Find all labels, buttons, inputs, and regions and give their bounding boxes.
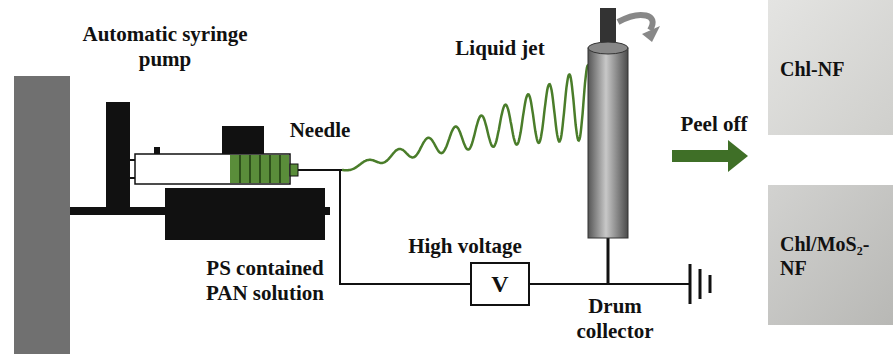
nanofiber-photo [768, 0, 893, 135]
drum-label: Drum collector [560, 294, 670, 344]
drum-top [588, 42, 628, 54]
nanofiber-photo [768, 185, 893, 325]
jet-label: Liquid jet [440, 36, 560, 61]
rotation-arrow [618, 15, 653, 30]
syringe-tip [290, 164, 298, 176]
peel-arrow-head [728, 140, 748, 172]
node-text: Chl-NF [780, 57, 844, 81]
node-text: Chl/MoS₂-NF [780, 232, 884, 280]
wire [530, 283, 690, 285]
ground-symbol [690, 264, 710, 304]
syringe-barrel [135, 154, 290, 184]
solution-label: PS contained PAN solution [190, 256, 340, 306]
needle-label: Needle [280, 118, 360, 143]
pump-label: Automatic syringe pump [80, 22, 250, 72]
pump-plate [106, 102, 130, 215]
peel-arrow [672, 150, 730, 162]
liquid-jet [342, 65, 590, 170]
drum-collector [588, 48, 628, 238]
rotation-arrow-head [642, 26, 660, 42]
node-text: V [491, 270, 508, 299]
voltage-source: V [470, 262, 530, 306]
pump-clamp [222, 126, 264, 154]
needle [298, 169, 342, 171]
polymer-solution [230, 155, 289, 183]
wall [14, 76, 70, 354]
sample-photo: Chl-NF [776, 44, 888, 94]
drum-shaft [607, 238, 610, 284]
pump-body [165, 188, 325, 240]
peel-label: Peel off [664, 112, 764, 137]
wire [340, 170, 470, 284]
voltage-label: High voltage [395, 234, 535, 259]
sample-photo: Chl/MoS₂-NF [776, 226, 888, 286]
